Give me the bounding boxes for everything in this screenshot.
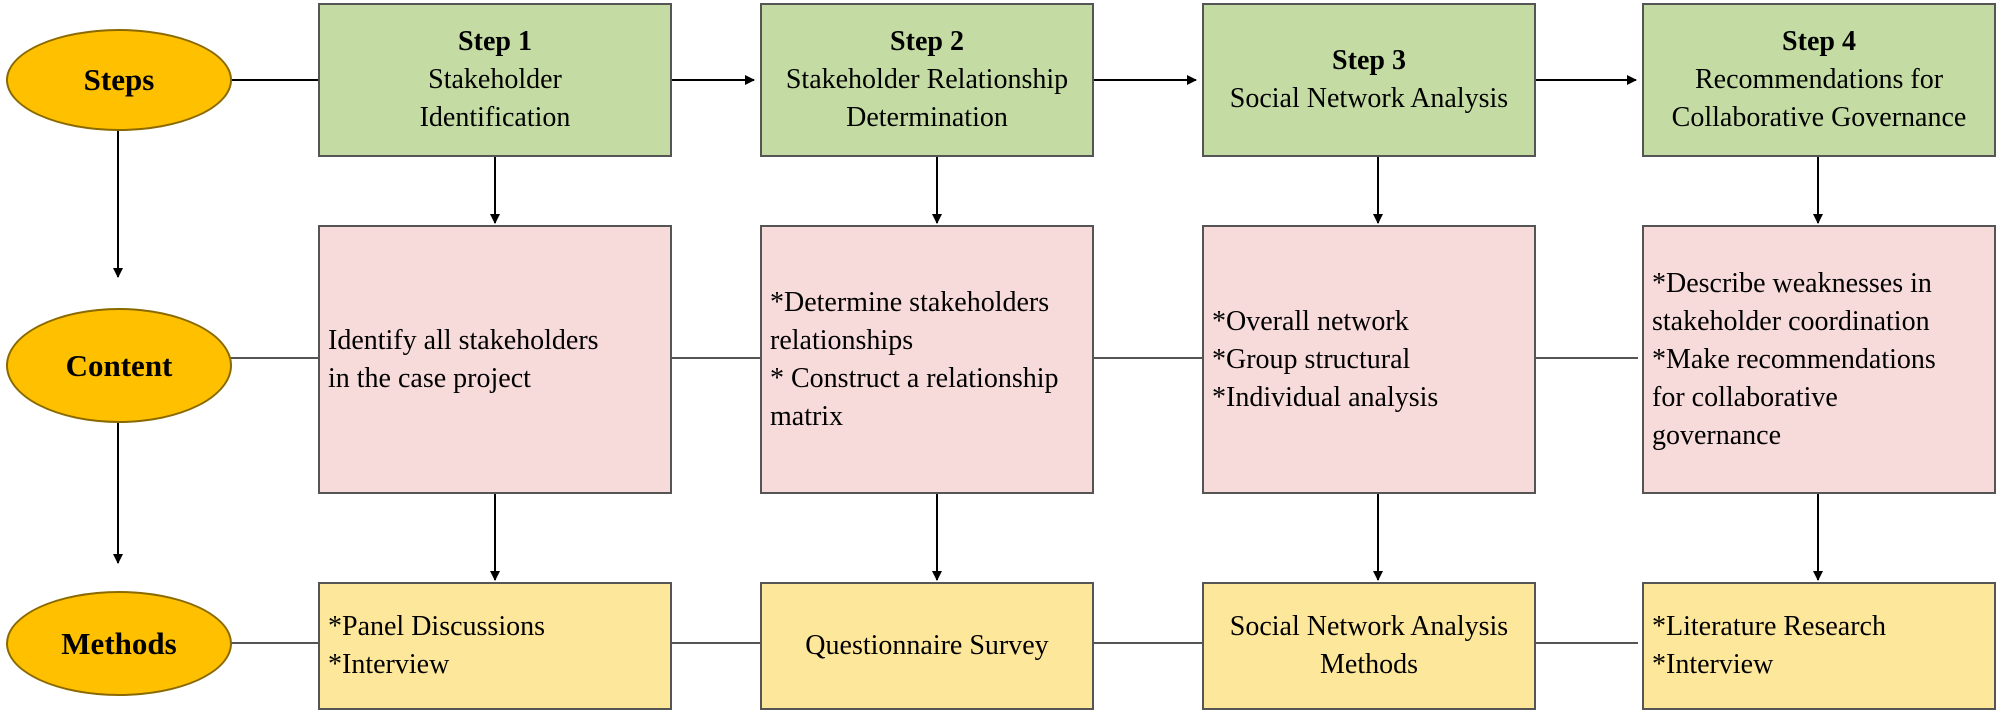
method-text: *Interview [1652, 649, 1774, 680]
content-text: relationships [770, 324, 914, 356]
step-text: Recommendations for [1694, 64, 1944, 95]
content-text: Identify all stakeholders [328, 324, 599, 356]
method-text: Questionnaire Survey [805, 630, 1049, 661]
content-box-2: *Determine stakeholders relationships * … [760, 225, 1094, 494]
content-box-3: *Overall network *Group structural *Indi… [1202, 225, 1536, 494]
step-text: Collaborative Governance [1671, 102, 1967, 133]
method-text: *Literature Research [1652, 611, 1886, 642]
method-text: *Panel Discussions [328, 611, 545, 642]
content-text: matrix [770, 400, 844, 432]
method-box-1: *Panel Discussions *Interview [318, 582, 672, 710]
step-text: Stakeholder Relationship [785, 64, 1069, 95]
method-text: Methods [1320, 649, 1418, 680]
content-text: in the case project [328, 362, 531, 394]
content-label: Content [65, 347, 173, 383]
content-text: *Make recommendations [1652, 343, 1936, 375]
content-text: * Construct a relationship [770, 362, 1059, 394]
step-box-2: Step 2 Stakeholder Relationship Determin… [760, 3, 1094, 157]
content-text: governance [1652, 419, 1782, 451]
step-box-1: Step 1 Stakeholder Identification [318, 3, 672, 157]
method-text: Social Network Analysis [1229, 611, 1509, 642]
method-text: *Interview [328, 649, 450, 680]
content-text: *Determine stakeholders [770, 286, 1050, 318]
content-ellipse: Content [6, 308, 232, 423]
step-box-4: Step 4 Recommendations for Collaborative… [1642, 3, 1996, 157]
content-box-1: Identify all stakeholders in the case pr… [318, 225, 672, 494]
methods-ellipse: Methods [6, 591, 232, 696]
method-box-2: Questionnaire Survey [760, 582, 1094, 710]
step-title: Step 1 [458, 26, 532, 57]
step-title: Step 2 [890, 26, 964, 57]
methods-label: Methods [61, 625, 177, 661]
steps-ellipse: Steps [6, 29, 232, 131]
content-text: *Group structural [1212, 343, 1411, 375]
step-title: Step 3 [1332, 45, 1406, 76]
content-text: *Describe weaknesses in [1652, 267, 1932, 299]
content-text: stakeholder coordination [1652, 305, 1930, 337]
method-box-4: *Literature Research *Interview [1642, 582, 1996, 710]
step-text: Stakeholder [428, 64, 562, 95]
content-text: *Overall network [1212, 305, 1409, 337]
method-box-3: Social Network Analysis Methods [1202, 582, 1536, 710]
step-text: Determination [846, 102, 1008, 133]
step-box-3: Step 3 Social Network Analysis [1202, 3, 1536, 157]
step-title: Step 4 [1782, 26, 1856, 57]
content-text: for collaborative [1652, 381, 1838, 413]
steps-label: Steps [83, 62, 155, 97]
content-box-4: *Describe weaknesses in stakeholder coor… [1642, 225, 1996, 494]
content-text: *Individual analysis [1212, 381, 1439, 413]
step-text: Identification [419, 102, 571, 133]
step-text: Social Network Analysis [1229, 83, 1509, 114]
